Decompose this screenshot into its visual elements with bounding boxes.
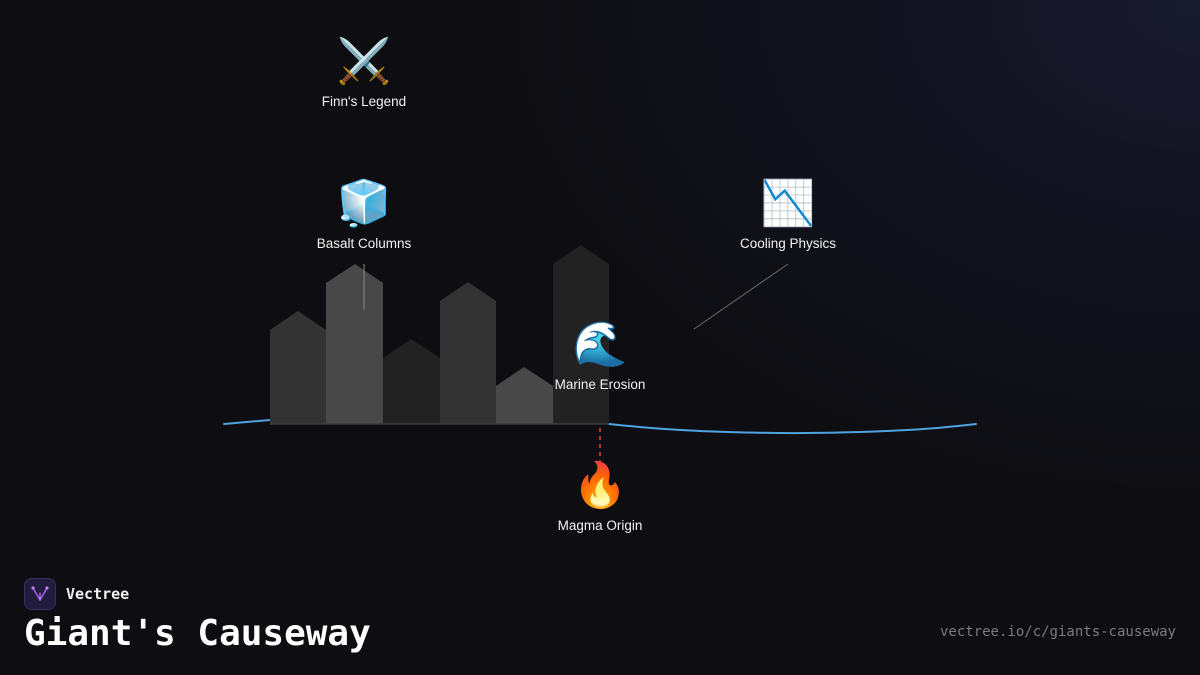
ice-cube-icon: 🧊: [336, 178, 392, 229]
node-marine-erosion[interactable]: 🌊 Marine Erosion: [520, 319, 680, 392]
brand-name: Vectree: [66, 585, 130, 603]
node-label: Marine Erosion: [554, 377, 646, 392]
wave-line: [223, 419, 977, 435]
fire-icon: 🔥: [572, 460, 628, 511]
basalt-column: [553, 245, 609, 424]
node-label: Magma Origin: [557, 518, 643, 533]
connector-cooling-physics: [693, 263, 789, 330]
node-label: Basalt Columns: [316, 236, 412, 251]
node-cooling-physics[interactable]: 📉 Cooling Physics: [708, 178, 868, 251]
node-basalt-columns[interactable]: 🧊 Basalt Columns: [284, 178, 444, 251]
basalt-column: [440, 282, 496, 424]
node-label: Finn's Legend: [321, 94, 407, 109]
page-title: Giant's Causeway: [24, 613, 371, 654]
basalt-column: [496, 367, 553, 424]
chart-decreasing-icon: 📉: [760, 178, 816, 229]
basalt-column: [270, 311, 326, 424]
basalt-column: [326, 264, 383, 424]
node-label: Cooling Physics: [739, 236, 837, 251]
node-magma-origin[interactable]: 🔥 Magma Origin: [520, 460, 680, 533]
node-finns-legend[interactable]: ⚔️ Finn's Legend: [284, 36, 444, 109]
basalt-column: [383, 339, 440, 424]
crossed-swords-icon: ⚔️: [336, 36, 392, 87]
water-wave-icon: 🌊: [572, 319, 628, 370]
vectree-logo-icon: [24, 578, 56, 610]
brand[interactable]: Vectree: [24, 577, 129, 611]
page-url[interactable]: vectree.io/c/giants-causeway: [939, 624, 1176, 640]
